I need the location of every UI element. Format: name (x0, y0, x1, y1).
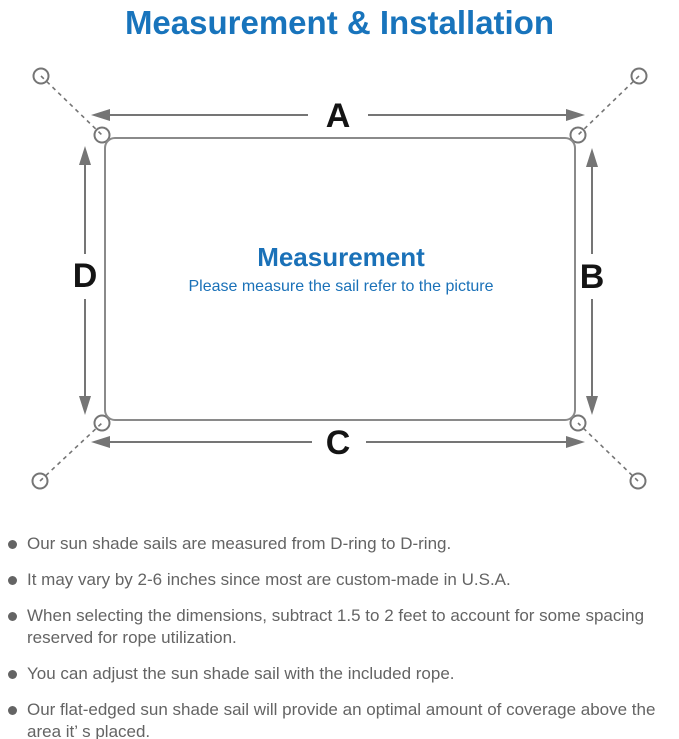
d-ring-bottom-right (569, 414, 587, 432)
list-item: It may vary by 2-6 inches since most are… (8, 569, 673, 591)
d-ring-bottom-left (93, 414, 111, 432)
dimension-label-left: D (73, 257, 98, 295)
d-ring-top-left (93, 126, 111, 144)
arrowhead-a-right (566, 109, 585, 121)
rope-line-bottom-right (577, 422, 639, 482)
note-text: You can adjust the sun shade sail with t… (27, 664, 455, 683)
arrowhead-d-down (79, 396, 91, 415)
arrowhead-c-left (91, 436, 110, 448)
anchor-point-bottom-left (31, 472, 49, 490)
page-title: Measurement & Installation (124, 4, 555, 41)
note-text: Our sun shade sails are measured from D-… (27, 534, 452, 553)
list-item: Our flat-edged sun shade sail will provi… (8, 699, 673, 739)
sail-measurement-diagram: A C D B Measurement Please measure the s… (31, 67, 648, 490)
rope-line-top-left (40, 75, 103, 136)
arrowhead-b-up (586, 148, 598, 167)
rope-line-bottom-left (39, 422, 103, 482)
arrowhead-d-up (79, 146, 91, 165)
list-item: Our sun shade sails are measured from D-… (8, 533, 673, 555)
notes-list: Our sun shade sails are measured from D-… (0, 508, 679, 739)
note-text: It may vary by 2-6 inches since most are… (27, 570, 511, 589)
d-ring-top-right (569, 126, 587, 144)
diagram-center-caption: Please measure the sail refer to the pic… (188, 278, 493, 295)
dimension-label-bottom: C (326, 424, 351, 462)
arrowhead-b-down (586, 396, 598, 415)
bullet-icon (8, 540, 17, 549)
arrowhead-a-left (91, 109, 110, 121)
diagram-center-heading: Measurement (257, 242, 425, 272)
dimension-label-top: A (326, 97, 351, 135)
bullet-icon (8, 706, 17, 715)
list-item: You can adjust the sun shade sail with t… (8, 663, 673, 685)
note-text: When selecting the dimensions, subtract … (27, 606, 645, 647)
dimension-label-right: B (580, 258, 605, 296)
rope-line-top-right (577, 75, 640, 136)
anchor-point-bottom-right (629, 472, 647, 490)
arrowhead-c-right (566, 436, 585, 448)
sail-rectangle (104, 137, 576, 421)
note-text: Our flat-edged sun shade sail will provi… (27, 700, 656, 739)
anchor-point-top-left (32, 67, 50, 85)
bullet-icon (8, 612, 17, 621)
list-item: When selecting the dimensions, subtract … (8, 605, 673, 649)
bullet-icon (8, 670, 17, 679)
anchor-point-top-right (630, 67, 648, 85)
bullet-icon (8, 576, 17, 585)
